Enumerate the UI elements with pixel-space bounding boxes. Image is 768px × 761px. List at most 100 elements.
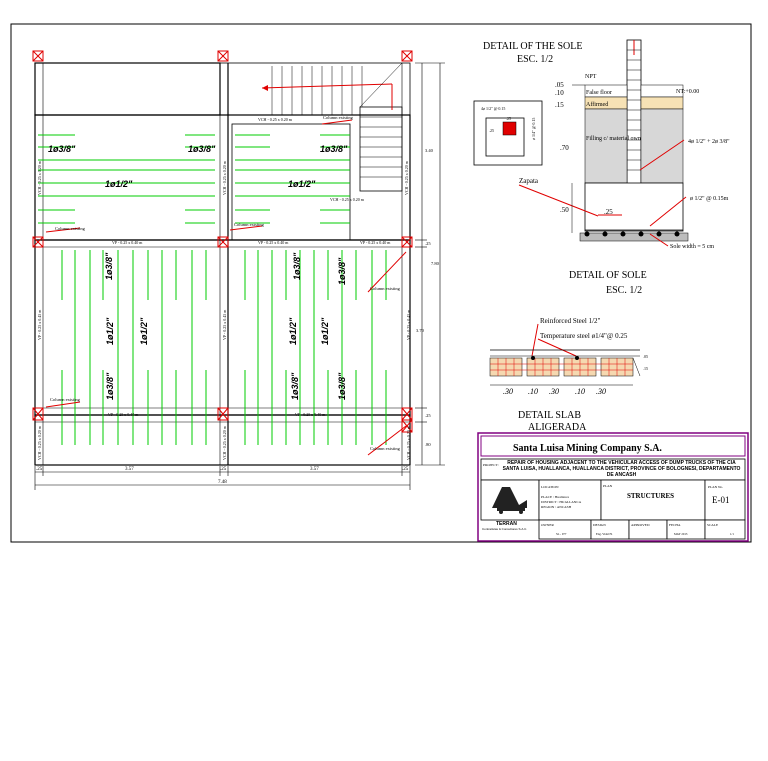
rebar-label-v10: 1ø3/8": [337, 372, 347, 400]
dimension-lines-right: [415, 62, 445, 466]
beam-label-vert-9: VCH - 0.25 x 0.20 m: [406, 425, 411, 460]
dim-bottom-4: 3.57: [310, 467, 319, 472]
dim-bottom-2: 3.57: [125, 467, 134, 472]
rebar-label-v8: 1ø3/8": [337, 257, 347, 285]
dim-total: 7.48: [218, 480, 227, 485]
sole-detail2-scale: ESC. 1/2: [606, 285, 642, 296]
beam-label-vert-5: VP - 0.25 x 0.45 m: [222, 309, 227, 340]
design-label: DESIGN: [593, 523, 606, 527]
slab-h15: .15: [643, 366, 648, 371]
rebar-label-mid-b: 1ø1/2": [288, 179, 316, 189]
slab-reinforced-label: Reinforced Steel 1/2": [540, 317, 601, 325]
plan-name: STRUCTURES: [627, 492, 674, 500]
dim-right-5: .25: [425, 413, 431, 418]
company-logo: TERRAN Contratistas & Consultores S.A.C.: [482, 487, 527, 531]
rebar-label-v1: 1ø3/8": [104, 252, 114, 280]
rebar-label-v3: 1ø1/2": [139, 317, 149, 345]
owner-value: SL - 077: [556, 532, 567, 536]
dim-right-3: 7.80: [431, 261, 440, 266]
beam-label-vp-d: VP - 0.25 x 0.40 m: [108, 412, 139, 417]
approved-label: APPROVED: [631, 523, 650, 527]
label-affirmed: Affirmed: [586, 101, 608, 108]
slab-title-1: DETAIL SLAB: [518, 410, 581, 421]
dim-70: .70: [560, 144, 569, 152]
slab-dim-30c: .30: [596, 387, 606, 396]
label-filling: Filling c/ material own: [586, 136, 641, 142]
beam-label-vert-6: VP - 0.25 x 0.45 m: [406, 309, 411, 340]
beam-label-vp-a: VP - 0.25 x 0.40 m: [112, 240, 143, 245]
column-note-1: 4ø 1/2" @ 0.15: [481, 106, 505, 111]
dimension-lines-bottom: [34, 466, 411, 490]
column-existing-label-5: Column existing: [50, 397, 81, 402]
dim-right-6: .80: [425, 442, 431, 447]
dim-50: .50: [560, 206, 569, 214]
dim-bottom-1: .25: [36, 467, 43, 472]
location-label: LOCATION: [541, 485, 559, 489]
slab-h05: .05: [643, 354, 648, 359]
dim-right-2: .25: [425, 241, 431, 246]
rebar-label-v5: 1ø3/8": [292, 252, 302, 280]
plan-no-label: PLAN No.: [708, 485, 723, 489]
beam-label-vert-4: VP - 0.25 x 0.45 m: [37, 309, 42, 340]
beam-label-vp-e: VP - 0.25 x 0.40 m: [295, 412, 326, 417]
slab-dim-10b: .10: [575, 387, 585, 396]
sole-detail-title: DETAIL OF THE SOLE: [483, 41, 582, 52]
slab-detail: Reinforced Steel 1/2" Temperature steel …: [489, 317, 648, 433]
owner-label: OWNER: [541, 523, 554, 527]
beam-label-vp-c: VP - 0.25 x 0.40 m: [360, 240, 391, 245]
dim-right-1: 3.40: [425, 148, 434, 153]
label-stirrup: ø 1/2" @ 0.15m: [690, 196, 729, 202]
beam-label-vp-b: VP - 0.25 x 0.40 m: [258, 240, 289, 245]
rebar-label-v6: 1ø1/2": [288, 317, 298, 345]
column-dim-1: .25: [506, 116, 511, 121]
beam-label-vch-stair: VCH - 0.25 x 0.20 m: [330, 197, 365, 202]
label-npt: NPT: [585, 74, 597, 80]
sole-detail2-title: DETAIL OF SOLE: [569, 270, 647, 281]
dim-10: .10: [555, 89, 564, 97]
slab-dim-10a: .10: [528, 387, 538, 396]
dim-bottom-5: .25: [402, 467, 409, 472]
rebar-label-v7: 1ø1/2": [320, 317, 330, 345]
location-region: REGION : ANCASH: [541, 505, 572, 509]
column-existing-label-3: Column existing: [323, 115, 354, 120]
logo-text-2: Contratistas & Consultores S.A.C.: [482, 527, 527, 531]
label-nt: NT:+0.00: [676, 89, 699, 95]
dim-bottom-3: .25: [220, 467, 227, 472]
design-value: Eng. Vidal H.: [596, 532, 613, 536]
company-name: Santa Luisa Mining Company S.A.: [513, 443, 662, 454]
plan-no: E-01: [712, 495, 730, 505]
beam-label-vert-7: VCH - 0.25 x 0.20 m: [37, 425, 42, 460]
column-existing-label-1: Column existing: [55, 226, 86, 231]
beam-label-vert-2: VCH - 0.25 x 0.20 m: [222, 160, 227, 195]
floor-plan: 1ø3/8" 1ø3/8" 1ø3/8" 1ø1/2" 1ø1/2" 1ø3/8…: [32, 50, 445, 490]
rebar-label-v4: 1ø3/8": [105, 372, 115, 400]
sole-detail: DETAIL OF THE SOLE ESC. 1/2 4ø 1/2" @ 0.…: [473, 39, 730, 250]
rebar-label-mid-a: 1ø1/2": [105, 179, 133, 189]
rebar-label-top-c: 1ø3/8": [320, 144, 348, 154]
date-label: FECHA: [669, 523, 681, 527]
date-value: MAY 2013: [674, 532, 688, 536]
rebar-label-v2: 1ø1/2": [105, 317, 115, 345]
label-sole-width: Sole width = 5 cm: [670, 244, 714, 250]
dim-15: .15: [555, 101, 564, 109]
label-zapata: Zapata: [519, 177, 539, 185]
beam-label-vert-1: VCH - 0.25 x 0.20 m: [37, 160, 42, 195]
scale-value: 1/1: [730, 532, 734, 536]
column-section-red: [502, 121, 517, 136]
project-label: PROJECT:: [483, 463, 499, 467]
column-existing-label-4: Column existing: [370, 286, 401, 291]
plan-label: PLAN: [603, 484, 613, 488]
location-district: DISTRICT : HUALLANCA: [541, 500, 582, 504]
column-note-2: ø 1/4" @ 0.15: [531, 118, 536, 140]
title-block: Santa Luisa Mining Company S.A. PROJECT:…: [477, 432, 749, 542]
scale-label: SCALE: [707, 523, 718, 527]
column-existing-label-6: Column existing: [370, 446, 401, 451]
rebar-lower-vertical: [61, 250, 387, 445]
label-false-floor: False floor: [586, 89, 612, 96]
beam-label-vert-3: VCH - 0.25 x 0.20 m: [404, 160, 409, 195]
rebar-top-horizontal: [38, 134, 350, 224]
label-rebar-note: 4ø 1/2" + 2ø 3/8": [688, 139, 730, 145]
location-place: PLACE : Huallanca: [541, 495, 569, 499]
sole-detail-scale: ESC. 1/2: [517, 54, 553, 65]
